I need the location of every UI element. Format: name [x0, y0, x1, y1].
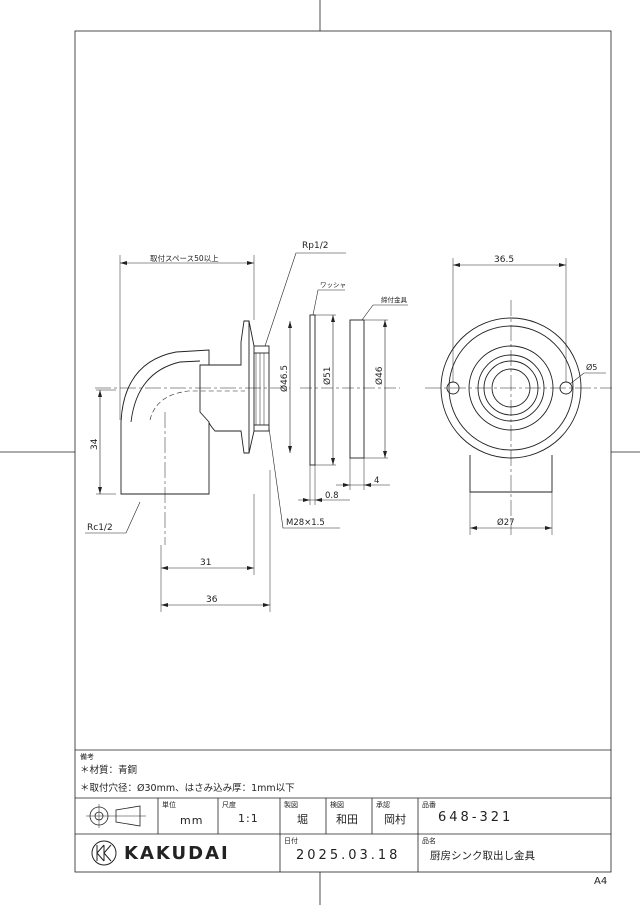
- dim-34: 34: [90, 438, 100, 450]
- part-name-value: 厨房シンク取出し金具: [430, 850, 535, 862]
- approved-label: 承認: [376, 801, 390, 809]
- unit-value: mm: [180, 814, 204, 827]
- dim-rp: Rp1/2: [302, 241, 328, 251]
- part-name-label: 品名: [422, 837, 436, 845]
- note-mount-hole: ＊取付穴径：Ø30mm、はさみ込み厚：1mm以下: [80, 783, 295, 794]
- dim-washer: ワッシャ: [320, 281, 346, 289]
- front-view: [425, 258, 612, 535]
- washer-and-nut: [298, 289, 408, 505]
- checked-value: 和田: [336, 813, 358, 826]
- dim-d51: Ø51: [322, 366, 333, 385]
- scale-value: 1:1: [238, 812, 259, 825]
- sheet-border: [74, 30, 612, 873]
- drawn-value: 堀: [297, 813, 308, 826]
- side-view: [85, 252, 346, 612]
- note-material: ＊材質：青銅: [80, 765, 138, 776]
- dim-rc: Rc1/2: [87, 523, 113, 533]
- scale-label: 尺度: [222, 801, 236, 809]
- dim-0-8: 0.8: [325, 491, 339, 501]
- part-number-label: 品番: [422, 801, 436, 809]
- title-block-grid: [75, 749, 611, 872]
- dimension-arrows: [98, 261, 566, 607]
- dim-4: 4: [374, 476, 379, 486]
- date-label: 日付: [284, 837, 298, 845]
- dim-nut: 締付金具: [381, 295, 408, 304]
- dim-31: 31: [200, 558, 211, 568]
- dim-d27: Ø27: [497, 517, 515, 528]
- dim-d46: Ø46: [374, 366, 385, 385]
- paper-size: A4: [594, 876, 608, 887]
- dim-m28: M28×1.5: [286, 518, 325, 528]
- projection-symbol-icon: [86, 804, 146, 828]
- drawn-label: 製図: [284, 801, 298, 809]
- dim-install-space: 取付スペース50以上: [150, 253, 219, 263]
- dim-36: 36: [206, 595, 218, 605]
- dim-36-5: 36.5: [494, 255, 514, 265]
- checked-label: 検図: [330, 801, 344, 809]
- notes-header: 備考: [80, 753, 94, 761]
- part-number-value: 648-321: [438, 810, 514, 825]
- kakudai-logo-icon: [91, 840, 117, 866]
- dim-d5: Ø5: [586, 362, 597, 372]
- unit-label: 単位: [162, 801, 176, 809]
- approved-value: 岡村: [384, 813, 406, 826]
- dim-d46-5: Ø46.5: [279, 365, 290, 392]
- date-value: 2025.03.18: [296, 848, 401, 863]
- company-logo-text: KAKUDAI: [124, 843, 230, 864]
